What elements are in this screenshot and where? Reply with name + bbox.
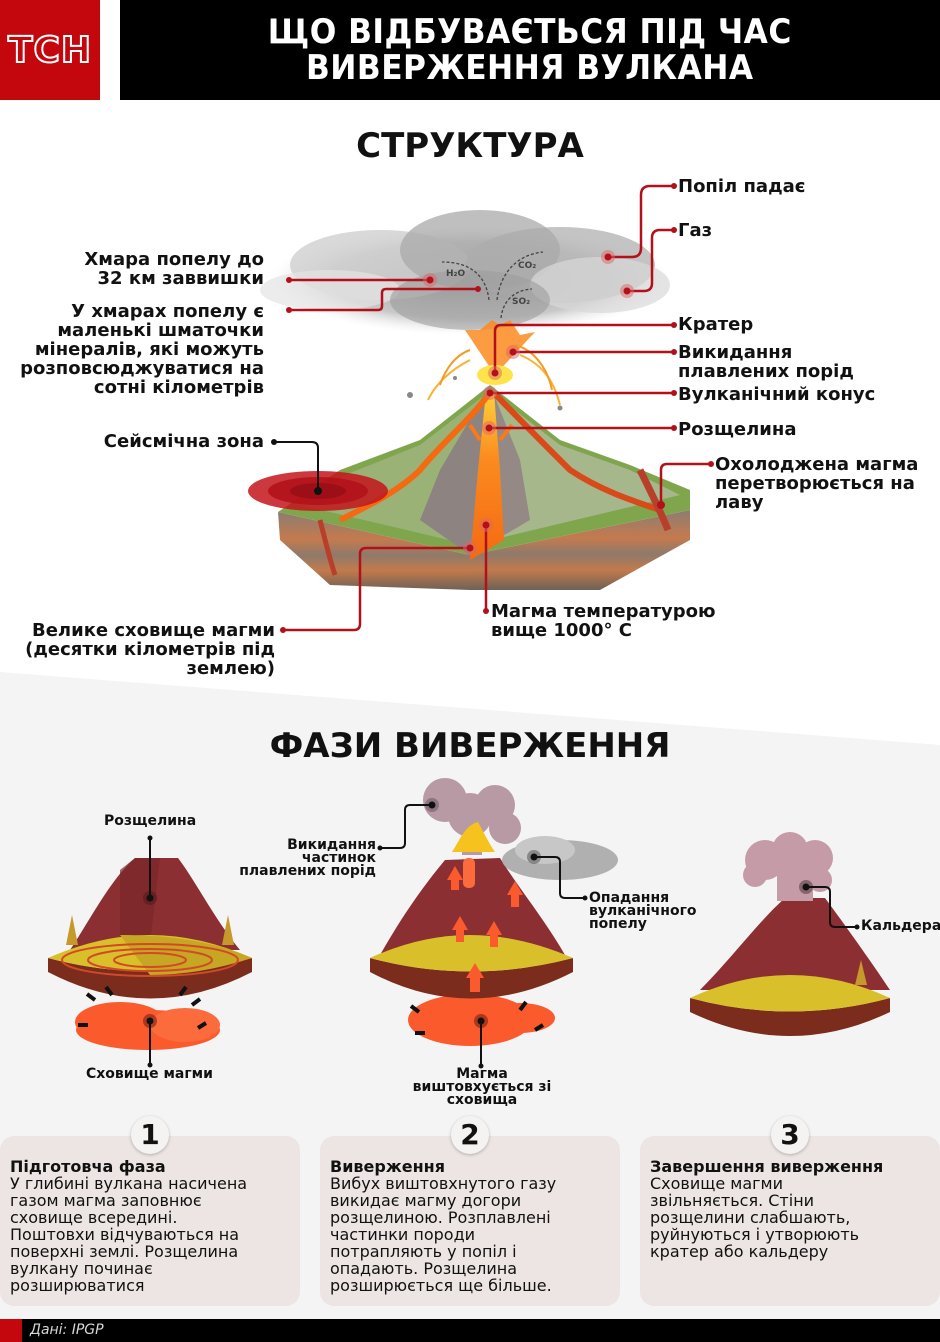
phase-number-badge: 2 (451, 1116, 489, 1154)
label-volcanic-cone: Вулканічний конус (678, 384, 876, 405)
gas-arrow-h2o (441, 261, 490, 301)
seismic-callout-line (274, 441, 319, 490)
label-minerals-line2: маленькі шматочки (57, 320, 264, 341)
label-ash-cloud-line1: Хмара попелу до (84, 249, 264, 270)
label-magma-temp-line2: вище 1000° C (491, 620, 632, 641)
label-minerals-line4: розповсюджуватися на (20, 358, 264, 379)
p2-magma-line3: сховища (446, 1092, 518, 1108)
p1-label-chamber: Сховище магми (86, 1066, 213, 1082)
gas-label-so2: SO₂ (512, 297, 530, 307)
phase-card-1: Підготовча фаза У глибині вулкана насиче… (0, 1136, 300, 1306)
p2-ash-line1: Опадання (589, 890, 670, 906)
label-fissure: Розщелина (678, 419, 797, 440)
logo-text: ТСН (7, 29, 93, 72)
gas-arrow-co2 (496, 251, 544, 301)
phase1-arrows (78, 985, 208, 1030)
label-chamber-line3: землею) (186, 658, 276, 679)
label-chamber-line1: Велике сховище магми (31, 620, 275, 641)
label-magma-temp-line1: Магма температурою (491, 601, 716, 622)
phase-card-3: Завершення виверження Сховище магми звіл… (640, 1136, 940, 1306)
phase1-volcano (48, 835, 252, 1068)
label-ash-cloud-line2: 32 км заввишки (97, 268, 264, 289)
footer-accent (0, 1319, 22, 1342)
label-ejecta-line1: Викидання (678, 342, 793, 363)
label-seismic-zone: Сейсмічна зона (103, 431, 264, 452)
label-ash-cloud: Хмара попелу до 32 км заввишки (84, 250, 264, 288)
label-ash-falls: Попіл падає (678, 176, 806, 197)
callout-dots (271, 183, 714, 633)
phase-card-text: У глибині вулкана насичена газом магма з… (10, 1174, 248, 1295)
label-minerals-line3: мінералів, які можуть (34, 339, 264, 360)
phase-number-badge: 1 (131, 1116, 169, 1154)
label-minerals-line5: сотні кілометрів (93, 377, 264, 398)
p2-ejecta-line3: плавлених порід (239, 863, 376, 879)
phase-card-title: Підготовча фаза (10, 1157, 166, 1176)
phase-card-title: Завершення виверження (650, 1157, 884, 1176)
label-cooled-line1: Охолоджена магма (715, 454, 919, 475)
p2-ash-line3: попелу (589, 916, 647, 932)
p2-ejecta-line1: Викидання (287, 837, 376, 853)
phase-card-text: Сховище магми звільняється. Стіни розщел… (650, 1174, 860, 1261)
label-ejecta-line2: плавлених порід (678, 361, 854, 382)
label-cooled-magma: Охолоджена магма перетворюється на лаву (715, 455, 918, 512)
p2-ash-line2: вулканічного (589, 903, 697, 919)
label-chamber-line2: (десятки кілометрів під (25, 639, 275, 660)
header-banner: ЩО ВІДБУВАЄТЬСЯ ПІД ЧАС ВИВЕРЖЕННЯ ВУЛКА… (120, 0, 940, 100)
label-minerals-line1: У хмарах попелу є (71, 301, 264, 322)
label-ejecta: Викидання плавлених порід (678, 343, 854, 381)
label-crater: Кратер (678, 314, 754, 335)
label-magma-chamber: Велике сховище магми (десятки кілометрів… (25, 621, 275, 678)
phase-card-title: Виверження (330, 1157, 445, 1176)
p2-magma-line2: виштовхується зі (412, 1079, 552, 1095)
gas-label-h2o: H₂O (446, 269, 465, 279)
p2-label-ash-fall: Опадання вулканічного попелу (589, 890, 697, 932)
p3-label-caldera: Кальдера (861, 918, 940, 934)
phase-card-2: Виверження Вибух виштовхнутого газу вики… (320, 1136, 620, 1306)
phase-card-text: Вибух виштовхнутого газу викидає магму д… (330, 1174, 557, 1295)
phase2-volcano (370, 778, 618, 1069)
gas-arrow-so2 (500, 288, 533, 319)
section-title-structure: СТРУКТУРА (356, 126, 584, 166)
page-title: ЩО ВІДБУВАЄТЬСЯ ПІД ЧАС ВИВЕРЖЕННЯ ВУЛКА… (268, 12, 792, 88)
volcano-cross-section (278, 385, 690, 590)
section-title-phases: ФАЗИ ВИВЕРЖЕННЯ (269, 726, 671, 766)
phase-number-badge: 3 (771, 1116, 809, 1154)
footer: Дані: IPGP (0, 1319, 940, 1342)
footer-source: Дані: IPGP (30, 1322, 104, 1338)
p1-label-fissure: Розщелина (104, 813, 197, 829)
p2-magma-line1: Магма (456, 1066, 508, 1082)
gas-label-co2: CO₂ (518, 261, 536, 271)
callout-lines (283, 184, 711, 632)
label-magma-temperature: Магма температурою вище 1000° C (491, 602, 716, 640)
volcano-structure-illustration: H₂O CO₂ SO₂ (248, 183, 714, 633)
label-cooled-line3: лаву (715, 492, 764, 513)
tsn-logo[interactable]: ТСН (0, 0, 100, 100)
label-gas: Газ (678, 220, 713, 241)
label-cooled-line2: перетворюється на (715, 473, 915, 494)
p2-label-ejecta: Викидання частинок плавлених порід (239, 837, 376, 879)
p2-ejecta-line2: частинок (301, 850, 376, 866)
label-minerals: У хмарах попелу є маленькі шматочки міне… (20, 302, 264, 397)
phase3-volcano (690, 832, 890, 1036)
p2-label-magma-pushed: Магма виштовхується зі сховища (410, 1066, 554, 1108)
